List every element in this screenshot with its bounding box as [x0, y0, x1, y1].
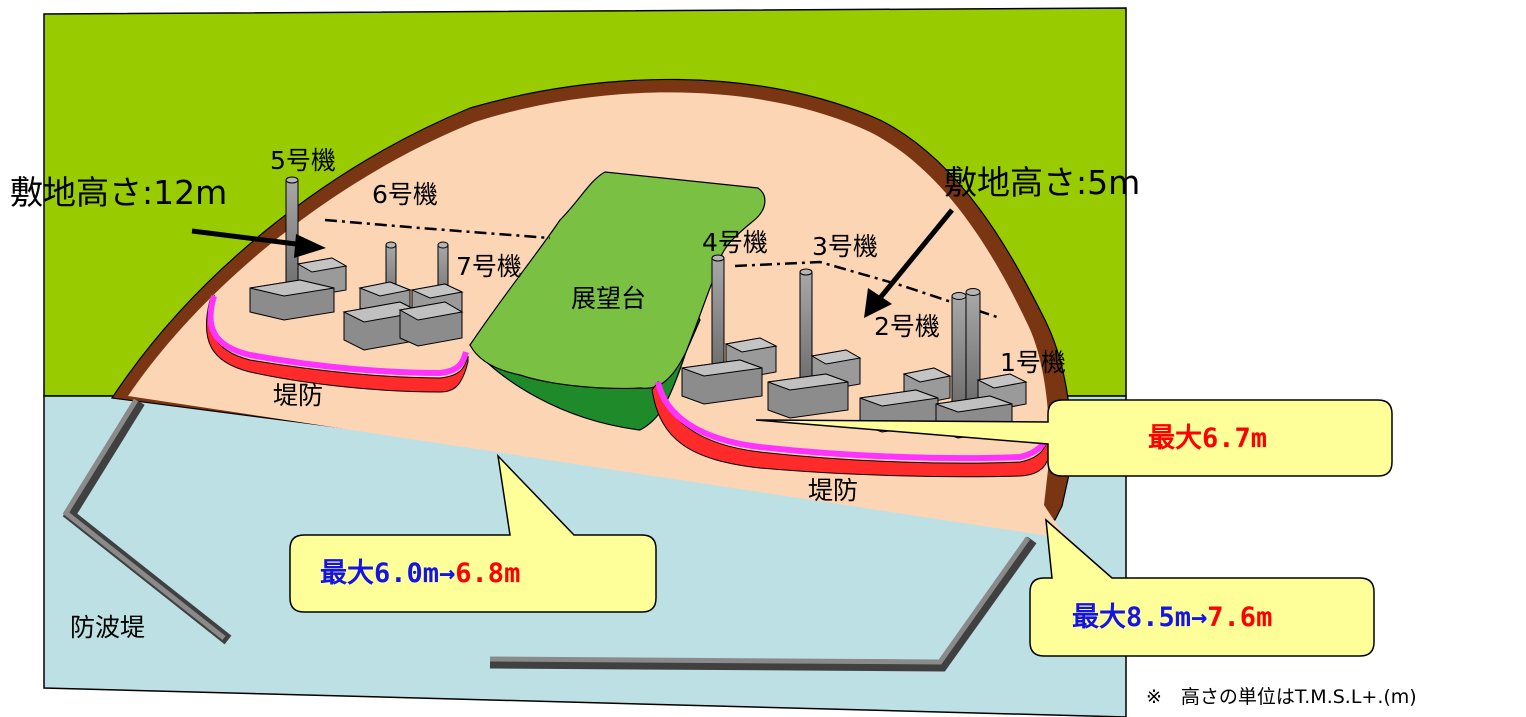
arrow-site-left — [191, 228, 326, 258]
building-unit7 — [398, 241, 464, 347]
callout-mid-value: 6.7m — [1202, 423, 1268, 454]
unit3-label: 3号機 — [812, 232, 878, 261]
unit7-label: 7号機 — [456, 252, 522, 281]
callout-right-arrow: → — [1191, 602, 1208, 633]
callout-mid-prefix: 最大 — [1148, 423, 1202, 454]
site-boundary-right — [734, 260, 1001, 320]
building-unit3 — [767, 268, 862, 419]
callout-right-prefix: 最大 — [1072, 602, 1126, 633]
site-boundary-left — [324, 218, 551, 240]
callout-right-text: 最大8.5m→7.6m — [1072, 604, 1272, 631]
building-unit4 — [681, 254, 778, 405]
callout-right-before: 8.5m — [1126, 602, 1192, 633]
unit2-label: 2号機 — [874, 312, 940, 341]
callout-right — [1029, 518, 1375, 657]
callout-left-before: 6.0m — [374, 558, 440, 589]
unit1-label: 1号機 — [1000, 348, 1066, 377]
callout-right-after: 7.6m — [1207, 602, 1273, 633]
building-unit5 — [249, 176, 348, 321]
breakwater-label: 防波堤 — [70, 613, 146, 642]
levee-right-label: 堤防 — [808, 476, 859, 505]
breakwater-left — [62, 398, 232, 645]
unit5-label: 5号機 — [270, 146, 336, 175]
callout-left-text: 最大6.0m→6.8m — [320, 560, 520, 587]
site-height-right-label: 敷地高さ:5m — [944, 163, 1141, 202]
arrow-site-right — [864, 208, 954, 318]
seawall-left — [205, 294, 469, 393]
callout-mid-text: 最大6.7m — [1148, 425, 1267, 452]
callout-left — [289, 453, 657, 613]
callout-left-prefix: 最大 — [320, 558, 374, 589]
observatory-label: 展望台 — [571, 284, 647, 313]
site-height-left-label: 敷地高さ:12m — [10, 173, 228, 212]
callout-left-after: 6.8m — [455, 558, 521, 589]
unit6-label: 6号機 — [372, 180, 438, 209]
callout-left-arrow: → — [439, 558, 456, 589]
levee-left-label: 堤防 — [273, 381, 324, 410]
breakwater-right — [489, 536, 1037, 672]
callout-mid — [755, 399, 1393, 477]
footnote: ※ 高さの単位はT.M.S.L+.(m) — [1146, 686, 1417, 708]
unit4-label: 4号機 — [702, 228, 768, 257]
